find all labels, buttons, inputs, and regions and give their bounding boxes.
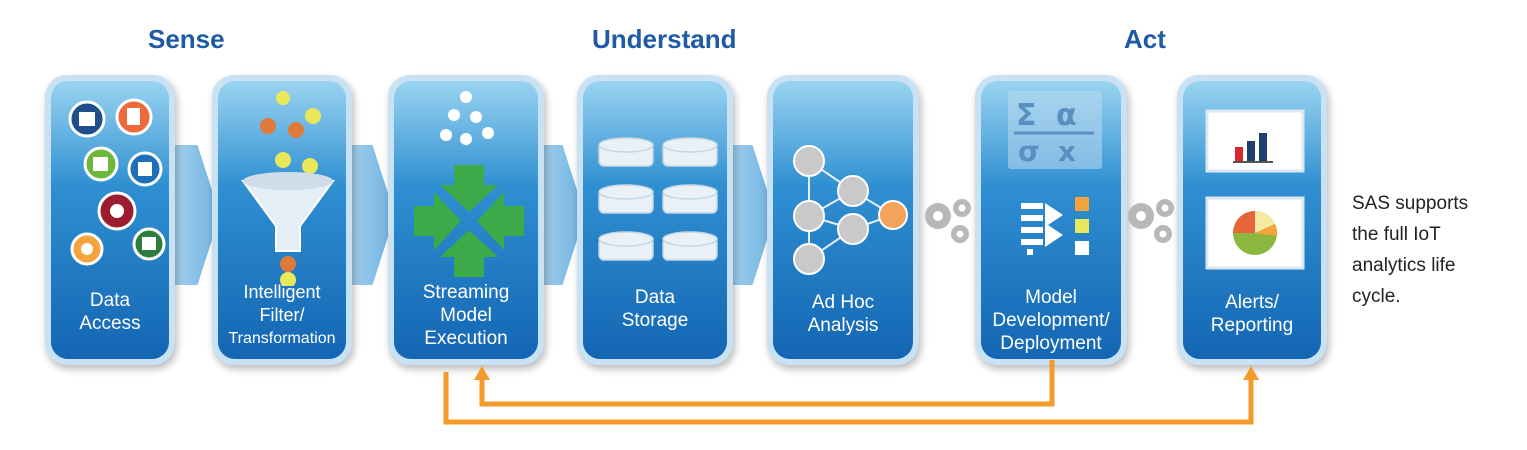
- stage-intelligent-filter: Intelligent Filter/ Transformation: [212, 75, 352, 365]
- formula-sigma-upper: Σ: [1016, 98, 1037, 133]
- label-line: Filter/: [259, 305, 305, 325]
- formula-sigma-lower: σ: [1018, 135, 1040, 168]
- stage-label-storage: Data Storage: [583, 286, 727, 332]
- label-line: Alerts/: [1225, 292, 1279, 313]
- feedback-loop-alerts-to-streaming: [443, 372, 1254, 425]
- label-line: Reporting: [1210, 315, 1294, 336]
- stage-data-storage: Data Storage: [577, 75, 733, 365]
- label-line: Model: [1025, 287, 1077, 308]
- label-line: Data: [89, 290, 131, 311]
- side-note-line: analytics life: [1352, 255, 1456, 276]
- label-line: Intelligent: [243, 282, 321, 302]
- stage-label-filter: Intelligent Filter/ Transformation: [218, 281, 346, 350]
- gears-icon: [1128, 199, 1174, 243]
- phase-title-sense: Sense: [148, 24, 225, 54]
- label-line: Transformation: [228, 330, 336, 347]
- label-line: Ad Hoc: [811, 292, 875, 313]
- side-note: SAS supports the full IoT analytics life…: [1352, 188, 1522, 312]
- stage-label-adhoc: Ad Hoc Analysis: [773, 291, 913, 337]
- label-line: Development/: [992, 310, 1110, 331]
- formula-x: x: [1058, 135, 1076, 168]
- side-note-line: SAS supports: [1352, 193, 1469, 214]
- stage-label-streaming: Streaming Model Execution: [394, 281, 538, 350]
- phase-title-understand: Understand: [592, 24, 737, 54]
- stage-data-access: Data Access: [45, 75, 175, 365]
- label-line: Analysis: [807, 315, 879, 336]
- label-line: Model: [440, 305, 492, 326]
- filter-funnel-icon: [241, 91, 335, 286]
- stage-label-data-access: Data Access: [51, 289, 169, 335]
- side-note-line: cycle.: [1352, 286, 1401, 307]
- model-deploy-icon: [1021, 197, 1089, 255]
- math-formula-icon: Σ α σ x: [1008, 91, 1102, 169]
- phase-title-act: Act: [1124, 24, 1166, 54]
- database-stack-icon: [598, 137, 718, 261]
- feedback-arrowhead: [474, 366, 490, 380]
- feedback-arrowhead: [1243, 366, 1259, 380]
- label-line: Streaming: [422, 282, 510, 303]
- gears-icon: [925, 199, 971, 243]
- data-sources-icon: [68, 98, 166, 266]
- feedback-loop-model-to-streaming: [479, 360, 1055, 407]
- formula-alpha: α: [1056, 98, 1077, 133]
- label-line: Deployment: [1000, 333, 1102, 354]
- stage-model-development: Σ α σ x Model Development/ Deployment: [975, 75, 1127, 365]
- label-line: Data: [634, 287, 676, 308]
- side-note-line: the full IoT: [1352, 224, 1441, 245]
- pie-chart-screen-icon: [1205, 196, 1305, 270]
- label-line: Execution: [424, 328, 508, 349]
- stage-alerts-reporting: Alerts/ Reporting: [1177, 75, 1327, 365]
- network-nodes-icon: [793, 145, 908, 275]
- stage-label-model: Model Development/ Deployment: [981, 286, 1121, 355]
- label-line: Access: [79, 313, 141, 334]
- label-line: Storage: [621, 310, 689, 331]
- stage-streaming-model-execution: Streaming Model Execution: [388, 75, 544, 365]
- streaming-converge-icon: [414, 91, 524, 277]
- stage-label-alerts: Alerts/ Reporting: [1183, 291, 1321, 337]
- stage-ad-hoc-analysis: Ad Hoc Analysis: [767, 75, 919, 365]
- bar-chart-screen-icon: [1205, 109, 1305, 173]
